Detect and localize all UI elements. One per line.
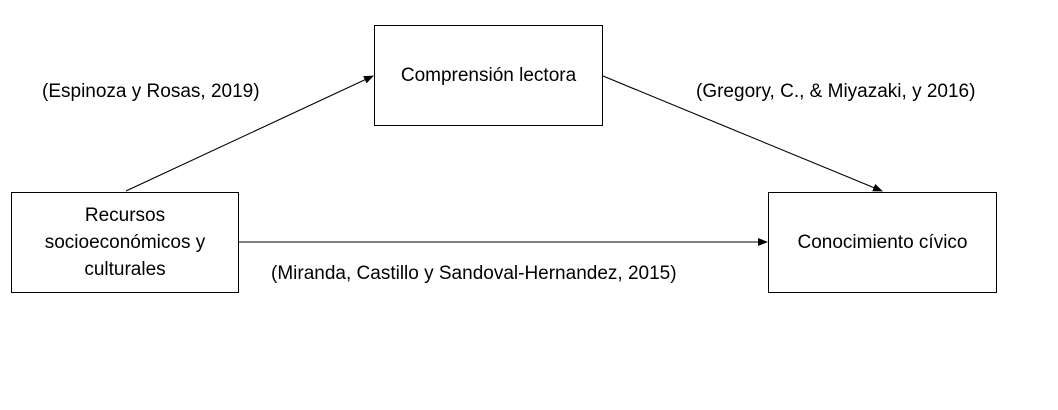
arrow-recursos-to-comprension bbox=[125, 75, 374, 192]
node-comprension-lectora: Comprensión lectora bbox=[374, 25, 603, 126]
citation-miranda: (Miranda, Castillo y Sandoval-Hernandez,… bbox=[271, 263, 677, 284]
node-conocimiento-civico: Conocimiento cívico bbox=[768, 192, 997, 293]
node-comprension-label: Comprensión lectora bbox=[400, 65, 577, 86]
node-recursos-socioeconomicos: Recursos socioeconómicos y culturales bbox=[11, 192, 239, 293]
arrow-comprension-to-conocimiento bbox=[602, 75, 883, 192]
citation-espinoza: (Espinoza y Rosas, 2019) bbox=[42, 81, 260, 102]
node-recursos-label: Recursos socioeconómicos y culturales bbox=[44, 205, 206, 280]
node-conocimiento-label: Conocimiento cívico bbox=[797, 232, 968, 253]
citation-gregory: (Gregory, C., & Miyazaki, y 2016) bbox=[696, 81, 976, 102]
